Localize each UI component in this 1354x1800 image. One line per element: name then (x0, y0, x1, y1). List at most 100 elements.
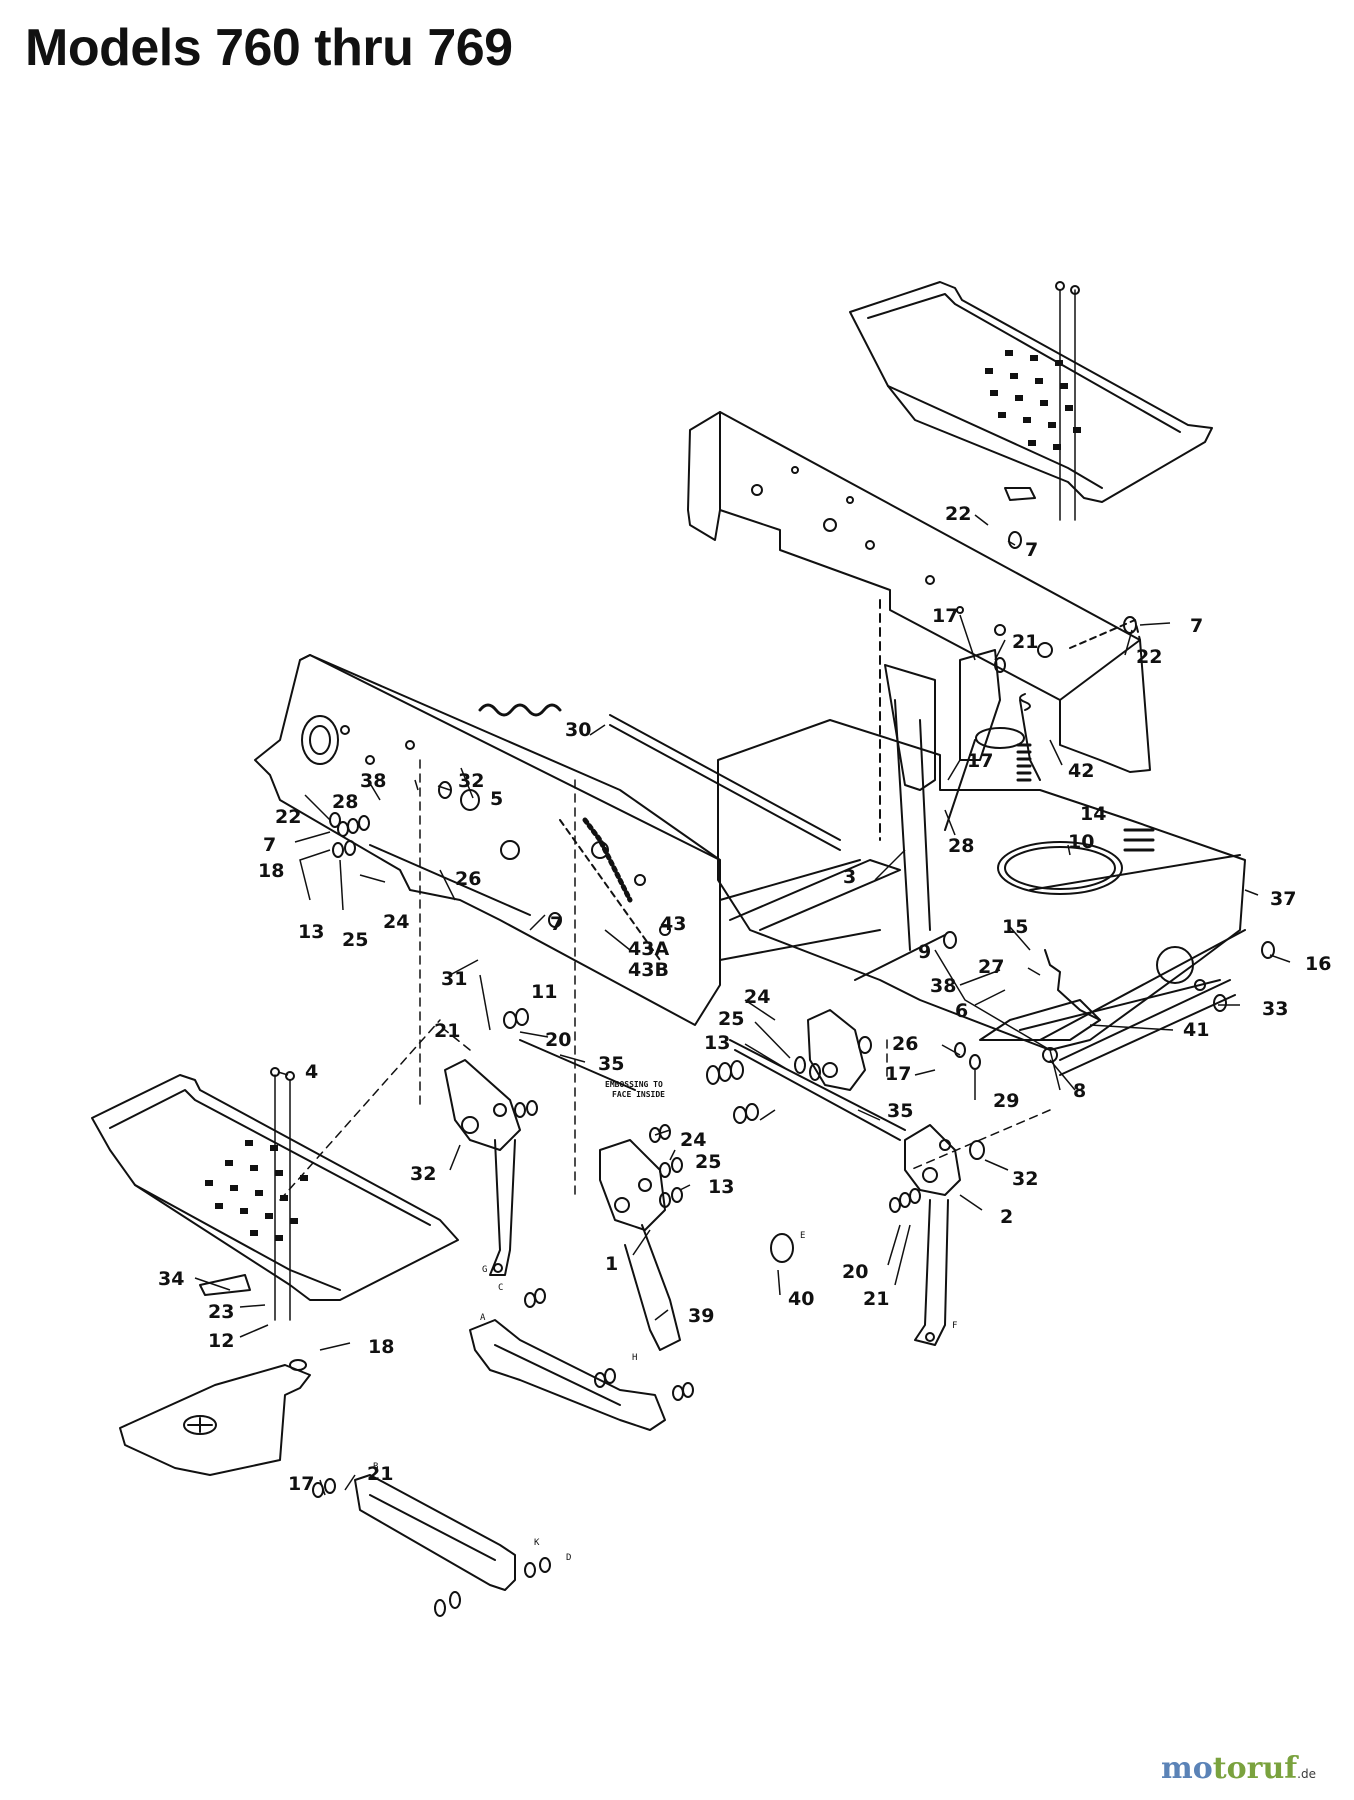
callout-41: 41 (1183, 1019, 1209, 1041)
callout-4: 4 (305, 1061, 318, 1083)
letter-label: C (498, 1283, 503, 1293)
callout-6: 6 (955, 1000, 968, 1022)
callout-32: 32 (410, 1163, 436, 1185)
letter-label: F (952, 1321, 957, 1331)
callout-22: 22 (275, 806, 301, 828)
callout-21: 21 (1012, 631, 1038, 653)
letter-label: G (482, 1265, 487, 1275)
knob (770, 1233, 794, 1263)
callout-20: 20 (842, 1261, 868, 1283)
callout-28: 28 (332, 791, 358, 813)
callout-33: 33 (1262, 998, 1288, 1020)
callout-18: 18 (258, 860, 284, 882)
callout-24: 24 (680, 1129, 706, 1151)
callout-26: 26 (455, 868, 481, 890)
bracket-left (444, 1059, 521, 1276)
callout-13: 13 (704, 1032, 730, 1054)
letter-label: B (373, 1462, 378, 1472)
callout-40: 40 (788, 1288, 814, 1310)
callout-25: 25 (342, 929, 368, 951)
callout-7: 7 (263, 834, 276, 856)
callout-13: 13 (298, 921, 324, 943)
callout-34: 34 (158, 1268, 184, 1290)
callout-28: 28 (948, 835, 974, 857)
cover-plate (119, 1359, 311, 1476)
callout-2: 2 (1000, 1206, 1013, 1228)
callout-32: 32 (1012, 1168, 1038, 1190)
callout-23: 23 (208, 1301, 234, 1323)
callout-15: 15 (1002, 916, 1028, 938)
callout-5: 5 (490, 788, 503, 810)
hardware (329, 531, 1275, 1213)
callout-32: 32 (458, 770, 484, 792)
connection-letters: E F G H C D K A B (373, 1231, 957, 1563)
callout-18: 18 (368, 1336, 394, 1358)
callout-43a: 43A (628, 938, 669, 960)
link-bar-lower (354, 1474, 551, 1617)
callout-24: 24 (383, 911, 409, 933)
cross-rods (369, 714, 1236, 1141)
callout-7: 7 (1025, 539, 1038, 561)
callout-43: 43 (660, 913, 686, 935)
letter-label: H (632, 1353, 637, 1363)
letter-label: E (800, 1231, 805, 1241)
callout-24: 24 (744, 986, 770, 1008)
callout-17: 17 (967, 750, 993, 772)
callout-21: 21 (863, 1288, 889, 1310)
letter-label: D (566, 1553, 571, 1563)
callout-21: 21 (434, 1020, 460, 1042)
callout-26: 26 (892, 1033, 918, 1055)
callout-10: 10 (1068, 831, 1094, 853)
callout-9: 9 (918, 941, 931, 963)
assembly-lines (279, 759, 1051, 1201)
callout-17: 17 (885, 1063, 911, 1085)
note-line-2: FACE INSIDE (612, 1090, 665, 1099)
frame-panel-left (254, 654, 721, 1026)
callout-35: 35 (598, 1053, 624, 1075)
letter-label: A (480, 1313, 486, 1323)
callout-25: 25 (718, 1008, 744, 1030)
callout-25: 25 (695, 1151, 721, 1173)
embossing-note: EMBOSSING TO FACE INSIDE (605, 1080, 665, 1099)
callout-17: 17 (288, 1473, 314, 1495)
callout-22: 22 (1136, 646, 1162, 668)
callout-42: 42 (1068, 760, 1094, 782)
callout-7: 7 (550, 913, 563, 935)
callout-7: 7 (1190, 615, 1203, 637)
bracket-right-upper (807, 1009, 866, 1091)
callout-20: 20 (545, 1029, 571, 1051)
letter-label: K (534, 1538, 540, 1548)
part-callouts: 22 7 7 22 17 21 17 42 28 14 10 37 3 15 1… (158, 503, 1331, 1495)
callout-14: 14 (1080, 803, 1106, 825)
callout-21: 21 (367, 1463, 393, 1485)
bracket-center (599, 1139, 681, 1351)
callout-37: 37 (1270, 888, 1296, 910)
callout-30: 30 (565, 719, 591, 741)
callout-17: 17 (932, 605, 958, 627)
frame-center (717, 719, 1246, 1051)
callout-16: 16 (1305, 953, 1331, 975)
callout-38: 38 (360, 770, 386, 792)
callout-43b: 43B (628, 959, 669, 981)
callout-1: 1 (605, 1253, 618, 1275)
watermark-logo: motoruf.de (1161, 1751, 1316, 1786)
callout-39: 39 (688, 1305, 714, 1327)
callout-29: 29 (993, 1090, 1019, 1112)
bracket-right-lower (904, 1124, 961, 1346)
page-title: Models 760 thru 769 (25, 19, 513, 77)
callout-35: 35 (887, 1100, 913, 1122)
link-bar-pedal (312, 1288, 694, 1498)
callout-11: 11 (531, 981, 557, 1003)
callout-31: 31 (441, 968, 467, 990)
callout-38: 38 (930, 975, 956, 997)
footrest-right (849, 281, 1213, 521)
callout-3: 3 (843, 866, 856, 888)
center-mechanism (884, 649, 1221, 1063)
note-line-1: EMBOSSING TO (605, 1080, 663, 1089)
leader-lines (194, 514, 1291, 1496)
callout-8: 8 (1073, 1080, 1086, 1102)
footrest-left (91, 1067, 459, 1321)
callout-12: 12 (208, 1330, 234, 1352)
callout-13: 13 (708, 1176, 734, 1198)
